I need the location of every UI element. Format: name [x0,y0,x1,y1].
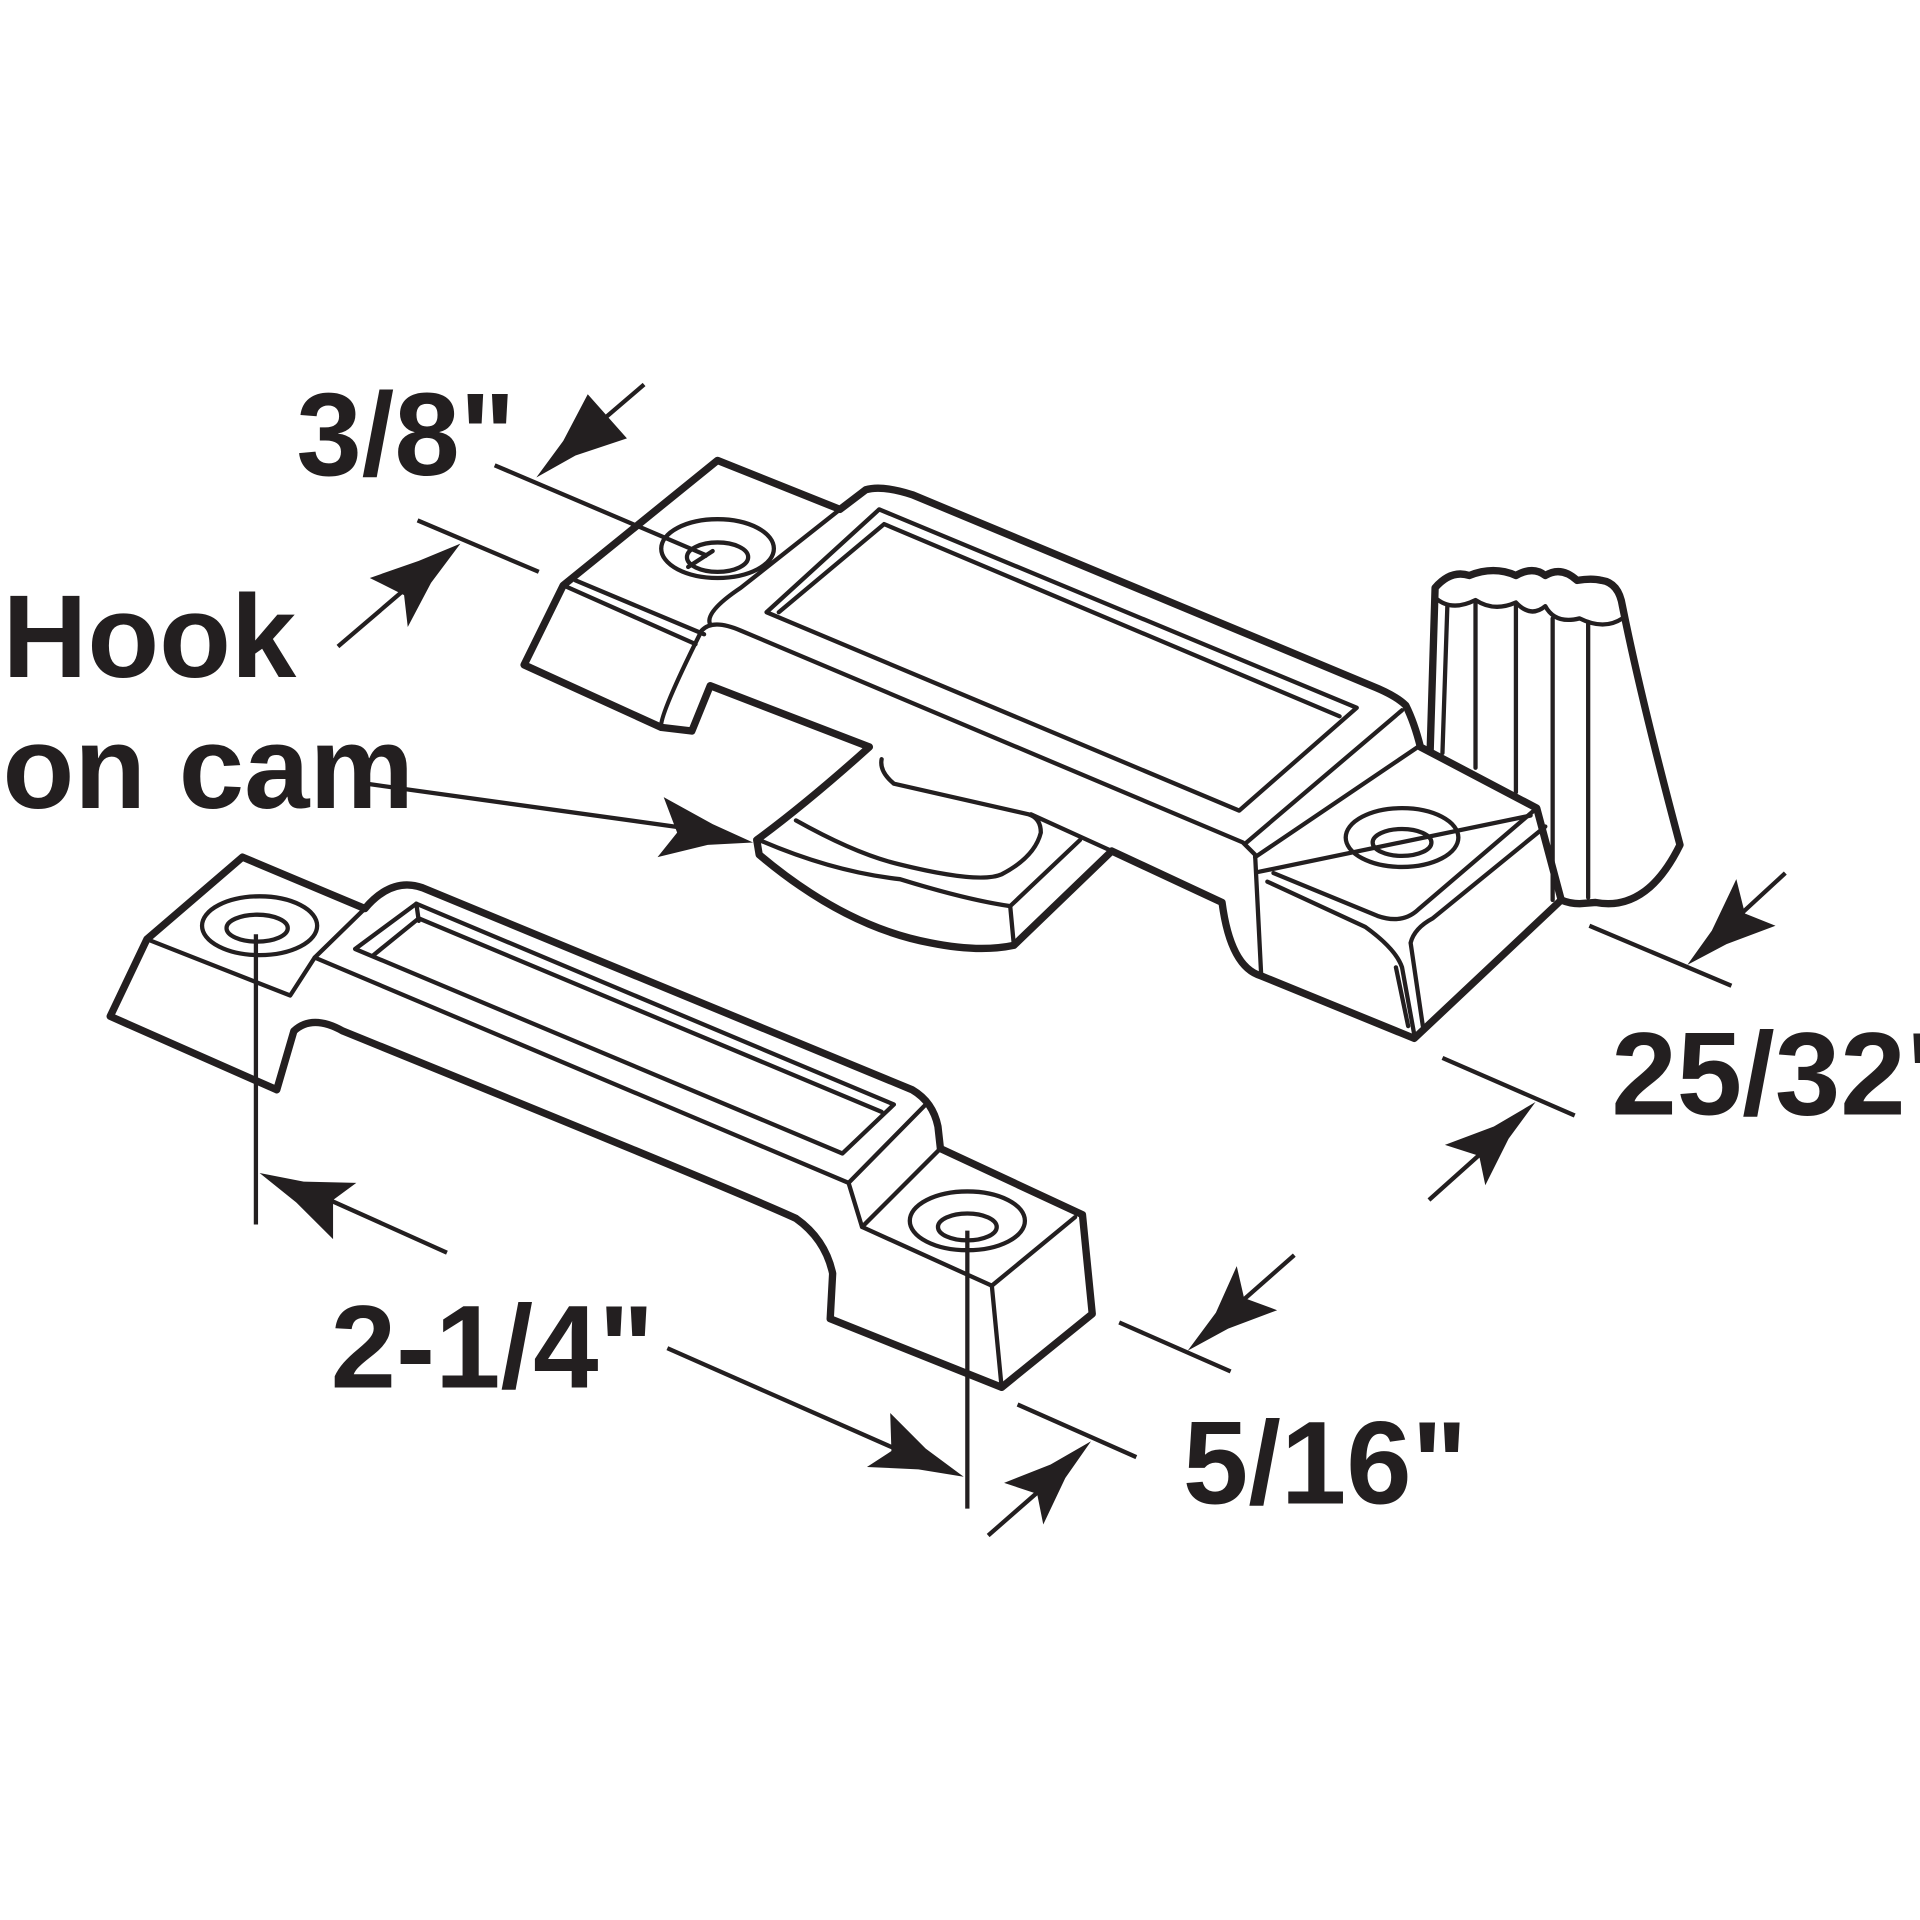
label-25-32: 25/32" [1611,1008,1920,1139]
lock-body [520,456,1684,1043]
hook-leader [365,781,754,858]
label-3-8: 3/8" [296,369,515,500]
keeper [106,853,1096,1392]
label-5-16: 5/16" [1183,1398,1468,1529]
label-on-cam: on cam [2,702,414,833]
label-2-1-4: 2-1/4" [331,1281,655,1412]
dimension-3-8 [336,382,709,649]
dimension-2-1-4 [253,934,970,1509]
dimension-25-32 [1427,871,1787,1202]
label-hook: Hook [2,571,296,702]
dimension-5-16 [986,1253,1296,1538]
